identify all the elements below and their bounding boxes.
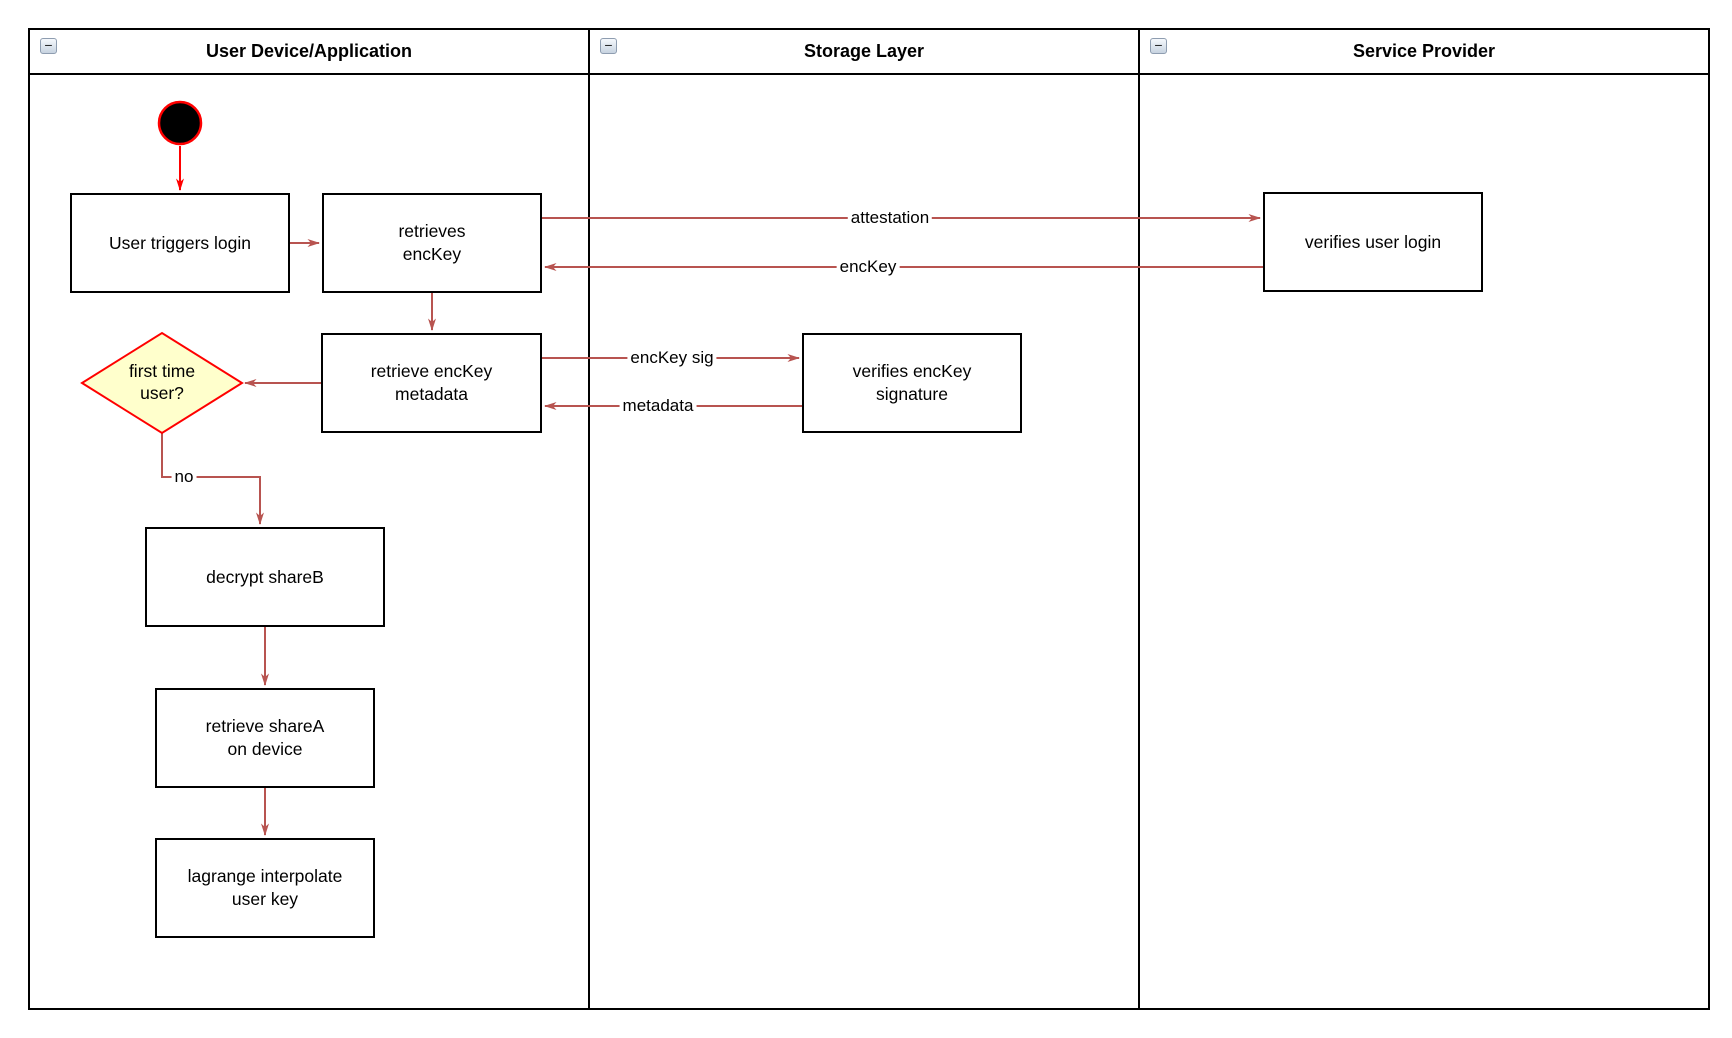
edge-label-enckey[interactable]: encKey [836,257,900,277]
edge-label-attestation[interactable]: attestation [847,208,933,228]
collapse-minus-icon[interactable]: − [600,38,617,54]
start-node[interactable] [157,100,203,146]
edge-label-metadata[interactable]: metadata [619,396,697,416]
node-retrieves-enckey[interactable]: retrieves encKey [322,193,542,293]
node-lagrange-interpolate[interactable]: lagrange interpolate user key [155,838,375,938]
node-user-triggers-login[interactable]: User triggers login [70,193,290,293]
node-verifies-user-login[interactable]: verifies user login [1263,192,1483,292]
edge-label-no[interactable]: no [171,467,197,487]
collapse-minus-icon[interactable]: − [1150,38,1167,54]
lane-title-storage-layer: Storage Layer [803,41,925,61]
lane-title-user-device: User Device/Application [205,41,413,61]
lane-header-user-device[interactable]: − User Device/Application [30,30,588,75]
lane-header-service-provider[interactable]: − Service Provider [1140,30,1708,75]
decision-first-time-user[interactable] [80,331,244,435]
lane-user-device: − User Device/Application [30,30,590,1008]
edge-label-enckey-sig[interactable]: encKey sig [627,348,717,368]
node-decrypt-shareb[interactable]: decrypt shareB [145,527,385,627]
lane-storage-layer: − Storage Layer [590,30,1140,1008]
node-retrieve-enckey-metadata[interactable]: retrieve encKey metadata [321,333,542,433]
edge-no-to-decrypt[interactable] [161,433,264,525]
node-verifies-enckey-signature[interactable]: verifies encKey signature [802,333,1022,433]
decision-label: first time user? [128,361,196,403]
node-retrieve-sharea[interactable]: retrieve shareA on device [155,688,375,788]
collapse-minus-icon[interactable]: − [40,38,57,54]
lane-header-storage-layer[interactable]: − Storage Layer [590,30,1138,75]
lane-title-service-provider: Service Provider [1352,41,1496,61]
lane-service-provider: − Service Provider [1140,30,1708,1008]
